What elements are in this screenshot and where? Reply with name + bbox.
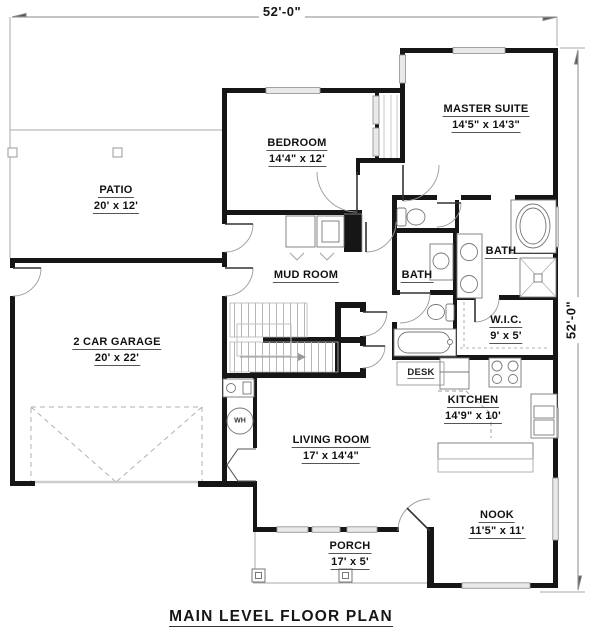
dimension-right-value: 52'-0" xyxy=(563,300,579,340)
dimension-label-top: 52'-0" xyxy=(258,4,306,19)
room-dims: 20' x 12' xyxy=(92,200,140,214)
room-dims: 14'9" x 10' xyxy=(443,410,503,424)
hall-bath-tub xyxy=(393,328,457,357)
closet-lines xyxy=(344,95,548,350)
fireplace xyxy=(226,448,256,482)
doors-layer xyxy=(12,164,500,532)
room-label-hall-bath: BATH xyxy=(400,269,434,283)
garage-door-swing xyxy=(30,406,203,483)
room-label-porch: PORCH 17' x 5' xyxy=(328,540,372,570)
kitchen-cabinets xyxy=(530,393,558,439)
laundry-box xyxy=(222,378,255,398)
hall-bath-sink xyxy=(429,243,454,281)
room-label-nook: NOOK 11'5" x 11' xyxy=(468,509,526,539)
dimension-label-right: 52'-0" xyxy=(563,296,579,344)
desk-counter xyxy=(396,361,445,386)
room-name: W.I.C. xyxy=(489,314,523,328)
room-dims: 17' x 5' xyxy=(330,556,370,570)
dimension-top-value: 52'-0" xyxy=(262,4,302,19)
room-dims: 11'5" x 11' xyxy=(468,525,526,539)
room-label-living-room: LIVING ROOM 17' x 14'4" xyxy=(291,434,371,464)
room-dims: 17' x 14'4" xyxy=(301,450,361,464)
room-label-kitchen: KITCHEN 14'9" x 10' xyxy=(443,394,503,424)
room-name: PATIO xyxy=(98,184,134,198)
room-name: PORCH xyxy=(328,540,372,554)
master-shower xyxy=(519,257,557,298)
room-dims: 9' x 5' xyxy=(489,330,523,344)
room-name: MUD ROOM xyxy=(272,269,340,283)
patio-outline xyxy=(7,17,222,258)
kitchen-island xyxy=(437,442,534,473)
room-label-master-suite: MASTER SUITE 14'5" x 14'3" xyxy=(442,103,530,133)
room-label-patio: PATIO 20' x 12' xyxy=(92,184,140,214)
room-name: BEDROOM xyxy=(266,137,328,151)
water-heater-label: WH xyxy=(234,417,246,425)
room-label-master-bath: BATH xyxy=(484,245,518,259)
room-name: KITCHEN xyxy=(446,394,500,408)
room-name: BATH xyxy=(400,269,434,283)
room-label-mud-room: MUD ROOM xyxy=(272,269,340,283)
room-label-wic: W.I.C. 9' x 5' xyxy=(489,314,523,344)
room-name: 2 CAR GARAGE xyxy=(72,336,162,350)
fixtures-layer xyxy=(222,199,558,482)
room-label-garage: 2 CAR GARAGE 20' x 22' xyxy=(72,336,162,366)
kitchen-range xyxy=(488,357,522,388)
master-tub xyxy=(510,199,557,254)
room-dims: 14'4" x 12' xyxy=(267,153,327,167)
kitchen-counter-dashed xyxy=(438,390,492,438)
staircase xyxy=(229,302,339,373)
toilet-hall-bath xyxy=(427,303,455,322)
plan-title: MAIN LEVEL FLOOR PLAN xyxy=(169,608,393,627)
room-name: LIVING ROOM xyxy=(291,434,371,448)
room-name: BATH xyxy=(484,245,518,259)
desk-label: DESK xyxy=(407,367,435,379)
room-dims: 20' x 22' xyxy=(93,352,141,366)
porch-outline xyxy=(251,532,434,584)
room-label-bedroom: BEDROOM 14'4" x 12' xyxy=(266,137,328,167)
mudroom-lockers xyxy=(285,215,345,261)
room-dims: 14'5" x 14'3" xyxy=(451,119,521,133)
room-name: NOOK xyxy=(479,509,515,523)
water-heater xyxy=(226,407,254,435)
kitchen-fridge xyxy=(439,357,470,390)
room-name: MASTER SUITE xyxy=(442,103,530,117)
master-vanity xyxy=(456,233,483,299)
toilet-master-wc xyxy=(396,207,426,227)
